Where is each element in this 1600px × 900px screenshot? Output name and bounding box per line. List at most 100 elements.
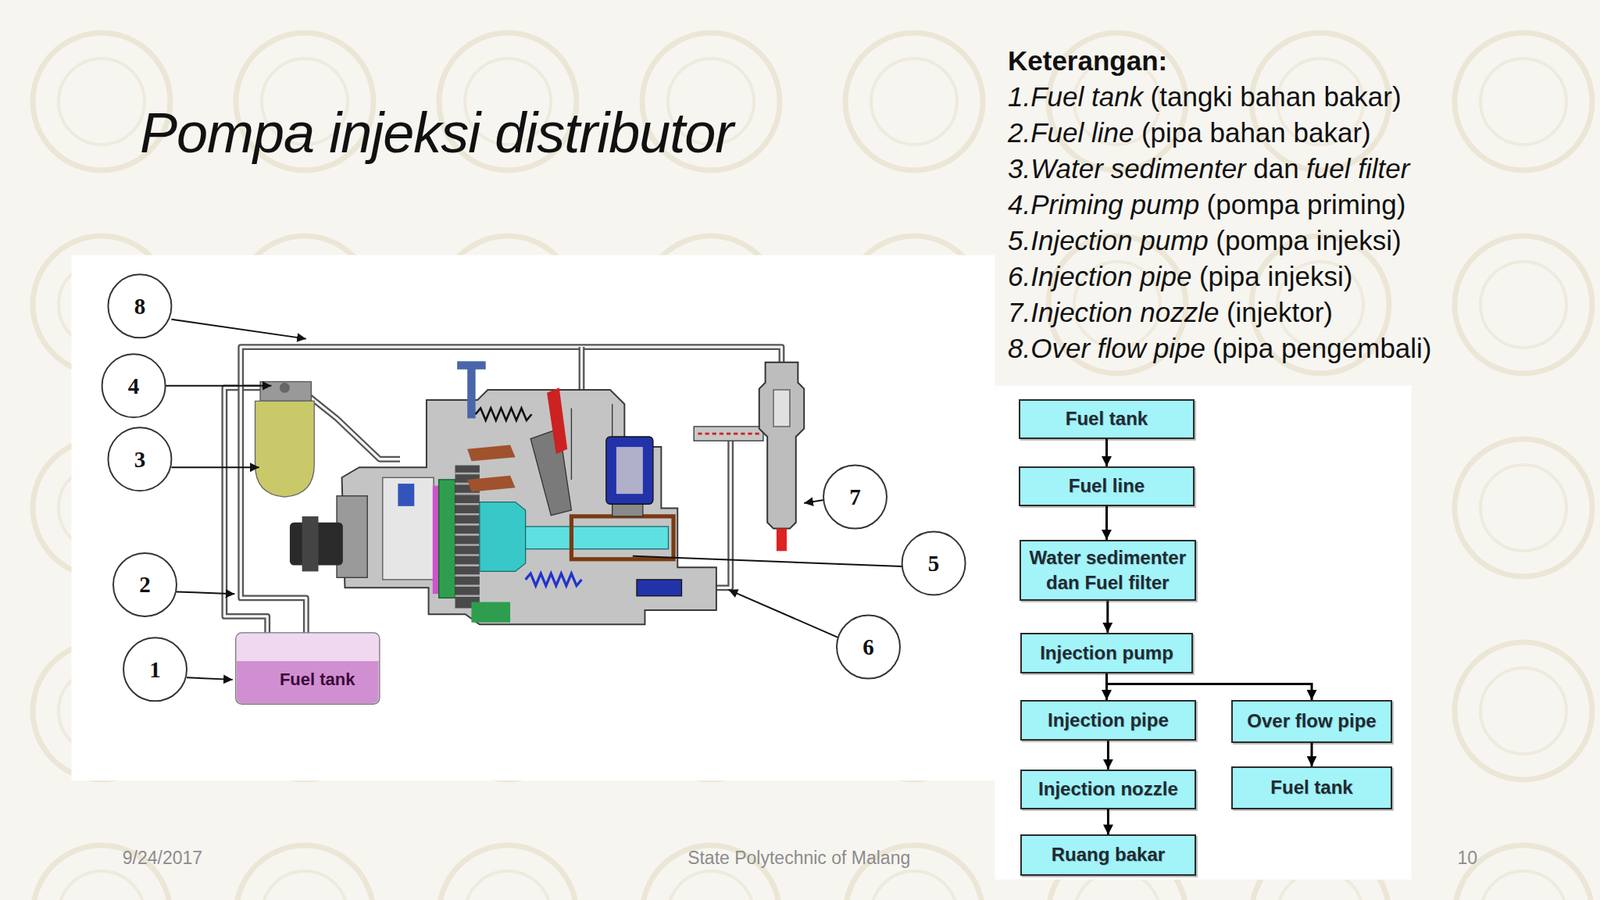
plunger-spring [525,573,583,586]
callout-number: 4 [106,371,161,400]
leader-line [632,556,903,567]
process-box: Injection nozzle [1020,769,1197,810]
key-row: 7.Injection nozzle(injektor) [1007,294,1433,331]
plunger-barrel [571,516,674,560]
node-text: Fuel line [1065,473,1148,499]
key-item: (pompa injeksi) [1215,225,1401,256]
governor-shaft [467,365,475,419]
feed-pump-cavity [382,477,434,580]
process-box: Fuel line [1018,466,1196,507]
filter-head [260,381,311,401]
cam-plate [479,502,526,572]
node-text: Over flow pipe [1243,708,1379,734]
node-text: Injection nozzle [1035,776,1182,802]
leader-line [728,589,840,638]
injector-inlet-core [697,432,759,436]
control-lever [546,387,568,454]
pump-overflow-pipe [578,346,586,392]
leader-line [171,319,306,340]
callout-number: 7 [828,482,883,511]
illustration-panel [71,255,995,782]
callout-circle [107,274,172,338]
flowchart-panel [994,385,1411,880]
key-item: (injektor) [1226,296,1333,328]
drive-gear [439,479,456,599]
pump-housing [342,389,717,625]
key-item: 1.Fuel tank [1007,81,1143,112]
callout-circle [836,615,900,679]
key-row: 8.Over flow pipe(pipa pengembali) [1007,330,1433,367]
footer-text: State Polytechnic of Malang [603,846,995,869]
key-item: 6.Injection pipe [1007,260,1192,292]
part-label: Fuel tank [250,668,384,691]
key-item: 2.Fuel line [1007,117,1134,148]
process-box: Over flow pipe [1231,700,1392,743]
leader-line [803,500,824,504]
callout-circle [107,427,172,491]
injection-pipe [681,433,731,588]
key-row: 3.Water sedimenterdanfuel filter [1007,150,1433,187]
shaft-cap [457,360,486,369]
key-row: Keterangan: [1007,42,1433,79]
shaft-nut [302,516,319,572]
callout-circle [123,637,187,701]
fuel-cutoff-solenoid [606,436,654,504]
fuel-tank-body [235,632,380,704]
overflow-pipe [240,346,782,634]
node-text: Injection pipe [1044,707,1172,733]
key-item: (pipa bahan bakar) [1141,117,1372,148]
flow-arrow [1105,673,1108,700]
process-box: Injection pump [1020,632,1193,674]
footer-text: 9/24/2017 [122,846,279,869]
process-box: Fuel tank [1018,399,1196,440]
nozzle-tip [776,528,787,552]
node-text: Fuel tank [1267,775,1356,800]
callout-circle [823,465,887,529]
key-item: 3.Water sedimenter [1007,153,1247,184]
injection-pipe [681,433,731,588]
leader-line [176,592,235,595]
key-item: (pompa priming) [1207,189,1407,220]
delivery-valve [636,579,682,597]
flow-arrow [1107,740,1110,770]
governor-weight [467,444,515,461]
process-box: Water sedimenter dan Fuel filter [1019,539,1197,601]
flow-arrow [1106,673,1312,700]
gear-tooth-lines [455,473,480,597]
filter-outlet-pipe [306,393,400,460]
callout-number: 3 [112,445,168,474]
flow-arrow [1105,439,1108,467]
callout-number: 1 [128,655,183,684]
process-box: Fuel tank [1231,766,1392,810]
footer-text: 10 [1435,846,1499,869]
flow-arrow [1107,809,1110,836]
node-text: Injection pump [1036,640,1177,666]
key-item: fuel filter [1306,153,1410,184]
key-item: (pipa injeksi) [1199,260,1353,292]
pump-detail-lines [571,403,612,480]
node-text: Water sedimenter dan Fuel filter [1021,545,1195,597]
node-text: Fuel tank [1062,406,1151,432]
key-item: 8.Over flow pipe [1007,332,1206,364]
feed-pump-part [397,483,415,507]
filter-outlet-pipe [306,393,400,460]
callout-number: 2 [117,570,172,599]
injector-spring-chamber [773,389,790,427]
priming-pump-knob [279,382,290,393]
leader-line [186,677,233,680]
injector-inlet [693,426,764,441]
governor-spring [475,407,533,421]
callout-number: 5 [906,549,961,578]
callout-number: 6 [841,632,897,661]
callout-number: 8 [112,292,168,321]
key-item: 4.Priming pump [1007,189,1200,220]
callout-circle [102,353,166,418]
key-item: dan [1253,153,1299,184]
process-box: Injection pipe [1020,700,1197,741]
leader-line [171,466,259,468]
key-item: 7.Injection nozzle [1007,296,1219,328]
slide-title: Pompa injeksi distributor [139,104,733,161]
